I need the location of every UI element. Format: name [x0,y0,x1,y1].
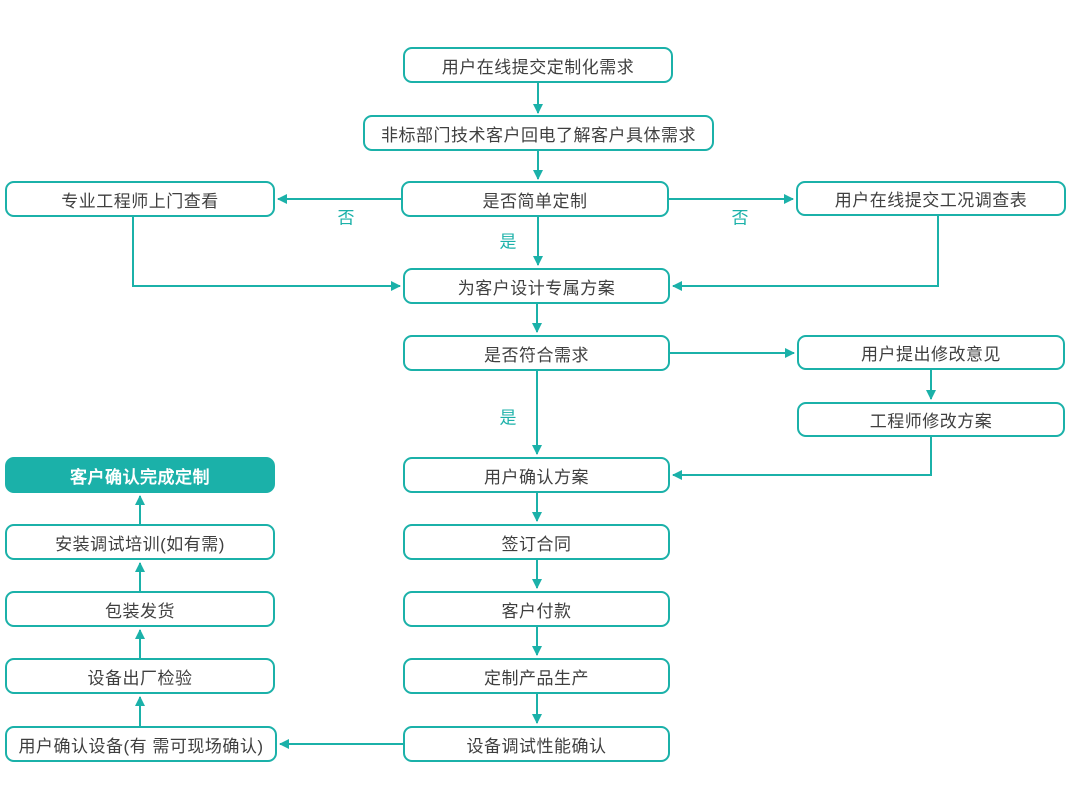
flow-node-complete: 客户确认完成定制 [5,457,275,493]
edge-label-no-left: 否 [335,208,357,228]
flow-node-label: 非标部门技术客户回电了解客户具体需求 [381,125,696,145]
edge-label-yes-top: 是 [497,232,519,252]
flow-node-label: 为客户设计专属方案 [457,278,616,298]
flow-node-label: 用户在线提交工况调查表 [834,191,1028,210]
flow-node-contract: 签订合同 [403,524,670,560]
flow-node-feedback: 用户提出修改意见 [797,335,1065,370]
flow-node-label: 客户付款 [501,601,572,621]
flow-node-label: 工程师修改方案 [869,412,993,431]
flow-edge-revise-to-confirm_plan [672,437,932,480]
flow-node-label: 用户确认设备(有 需可现场确认) [18,736,264,756]
flow-node-label: 专业工程师上门查看 [61,191,219,211]
flow-node-training: 安装调试培训(如有需) [5,524,275,560]
flow-node-label: 用户确认方案 [484,467,589,487]
flow-node-label: 客户确认完成定制 [70,467,210,487]
flow-node-label: 定制产品生产 [484,668,589,688]
flow-node-meet: 是否符合需求 [403,335,670,371]
flow-node-label: 包装发货 [105,601,175,621]
flow-edge-visit-to-design [132,217,401,291]
flow-edge-survey-to-design [672,216,939,291]
flow-node-production: 定制产品生产 [403,658,670,694]
flow-node-simple: 是否简单定制 [401,181,669,217]
flow-node-confirm-plan: 用户确认方案 [403,457,670,493]
edge-label-yes-lower: 是 [497,408,519,428]
edge-label-no-right: 否 [729,208,751,228]
flow-node-label: 用户提出修改意见 [861,345,1001,364]
flow-node-label: 是否符合需求 [484,345,589,365]
flow-node-payment: 客户付款 [403,591,670,627]
flow-node-label: 设备调试性能确认 [466,736,607,756]
flow-node-label: 用户在线提交定制化需求 [441,57,635,77]
flow-node-design: 为客户设计专属方案 [403,268,670,304]
flow-node-label: 设备出厂检验 [87,668,193,688]
flow-node-inspection: 设备出厂检验 [5,658,275,694]
flow-node-submit: 用户在线提交定制化需求 [403,47,673,83]
flow-node-label: 安装调试培训(如有需) [55,534,225,554]
flow-node-visit: 专业工程师上门查看 [5,181,275,217]
flow-node-revise: 工程师修改方案 [797,402,1065,437]
flow-node-shipping: 包装发货 [5,591,275,627]
flow-node-debug: 设备调试性能确认 [403,726,670,762]
flow-node-survey: 用户在线提交工况调查表 [796,181,1066,216]
flow-node-confirm-device: 用户确认设备(有 需可现场确认) [5,726,277,762]
flow-node-label: 签订合同 [501,534,572,554]
flow-node-label: 是否简单定制 [482,191,588,211]
flow-node-callback: 非标部门技术客户回电了解客户具体需求 [363,115,714,151]
